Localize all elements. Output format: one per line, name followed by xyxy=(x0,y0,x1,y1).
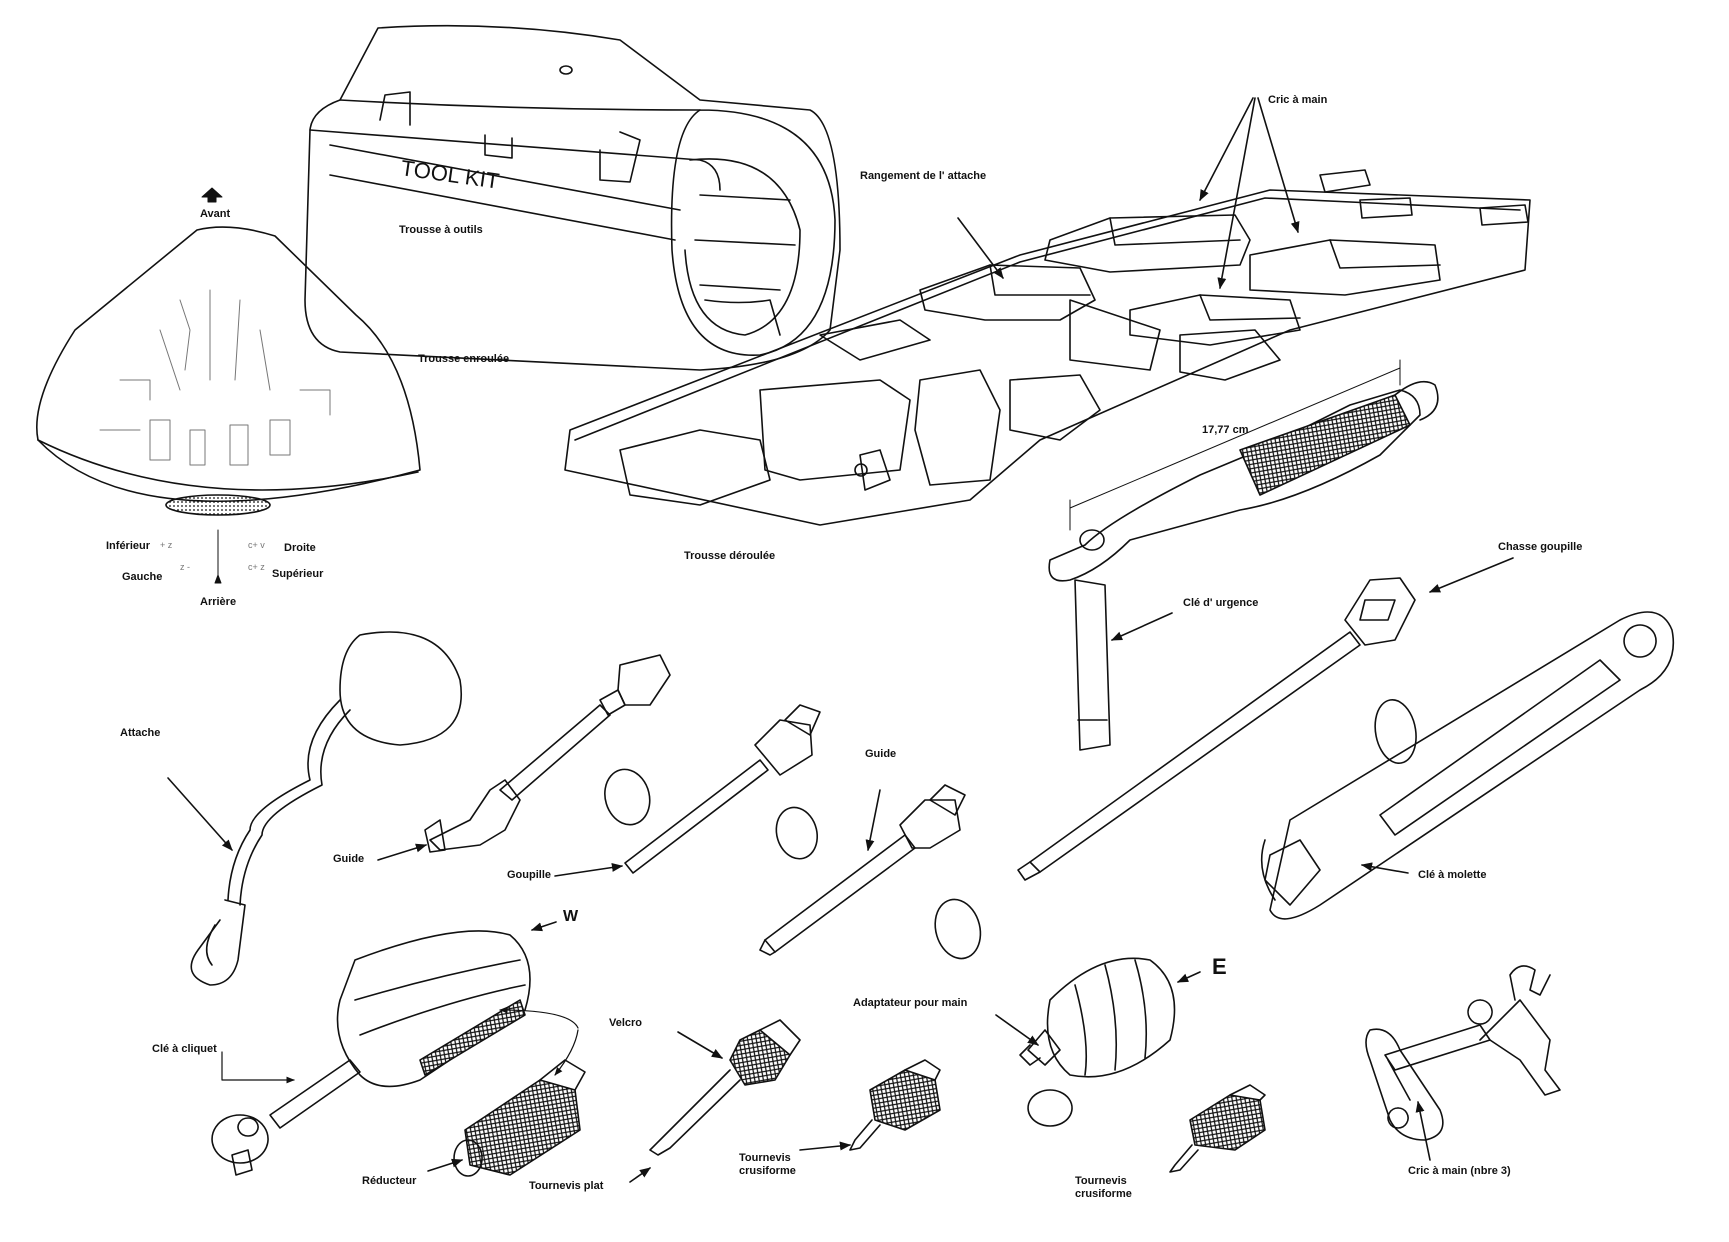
ratchet-handle-drawing xyxy=(211,930,531,1176)
label-hand-jack: Cric à main xyxy=(1268,94,1328,106)
label-hand-adapter: Adaptateur pour main xyxy=(853,997,968,1009)
cone-orientation-view: + z c+ v z - c+ z xyxy=(36,187,421,584)
label-unrolled-pouch: Trousse déroulée xyxy=(684,550,776,562)
label-phillips-1: Tournevis crusiforme xyxy=(739,1152,796,1177)
label-rear: Arrière xyxy=(200,596,237,608)
label-pin: Goupille xyxy=(507,869,551,881)
label-emergency-key: Clé d' urgence xyxy=(1183,597,1259,609)
svg-text:+ z: + z xyxy=(160,540,173,550)
pin-punch-drawing xyxy=(1017,577,1417,881)
label-lower: Inférieur xyxy=(106,540,151,552)
emergency-key-drawing xyxy=(1048,380,1439,751)
hand-adapter-drawing xyxy=(1019,957,1176,1127)
tool-kit-lettering: TOOL KIT xyxy=(399,155,501,194)
label-reducer: Réducteur xyxy=(362,1175,417,1187)
label-velcro: Velcro xyxy=(609,1017,643,1029)
hand-jack-drawing xyxy=(1365,965,1561,1141)
guide-tool-2-drawing xyxy=(759,784,982,960)
svg-text:c+ v: c+ v xyxy=(248,540,265,550)
guide-tool-1-drawing xyxy=(424,654,671,853)
label-guide-2: Guide xyxy=(865,748,897,760)
label-flat-screwdriver: Tournevis plat xyxy=(529,1180,604,1192)
svg-text:c+ z: c+ z xyxy=(248,562,265,572)
label-upper: Supérieur xyxy=(272,568,324,580)
label-guide-1: Guide xyxy=(333,853,365,865)
label-adjustable-wrench: Clé à molette xyxy=(1418,869,1487,881)
label-tool-pouch: Trousse à outils xyxy=(399,224,483,236)
label-ratchet-wrench: Clé à cliquet xyxy=(152,1043,217,1055)
phillips-screwdriver-1-drawing xyxy=(849,1059,941,1151)
adjustable-wrench-drawing xyxy=(1260,611,1674,920)
label-strap-storage: Rangement de l' attache xyxy=(860,170,987,182)
label-phillips-2: Tournevis crusiforme xyxy=(1075,1175,1132,1200)
label-left: Gauche xyxy=(122,571,163,583)
goupille-tool-drawing xyxy=(624,704,821,874)
reducer-drawing xyxy=(453,1059,586,1177)
label-dimension: 17,77 cm xyxy=(1202,424,1249,436)
label-letter-w: W xyxy=(563,908,580,925)
flat-screwdriver-drawing xyxy=(649,1019,801,1156)
phillips-screwdriver-2-drawing xyxy=(1169,1084,1266,1173)
label-pin-punch: Chasse goupille xyxy=(1498,541,1583,553)
rolled-tool-kit-drawing: TOOL KIT xyxy=(304,24,841,371)
svg-text:z -: z - xyxy=(180,562,190,572)
label-right: Droite xyxy=(284,542,316,554)
label-letter-e: E xyxy=(1212,954,1228,979)
label-hand-jack-count: Cric à main (nbre 3) xyxy=(1408,1165,1511,1177)
label-rolled-pouch: Trousse enroulée xyxy=(418,353,510,365)
strap-drawing xyxy=(190,631,462,986)
unrolled-tool-kit-drawing xyxy=(564,169,1531,526)
label-front: Avant xyxy=(200,208,231,220)
label-strap: Attache xyxy=(120,727,161,739)
